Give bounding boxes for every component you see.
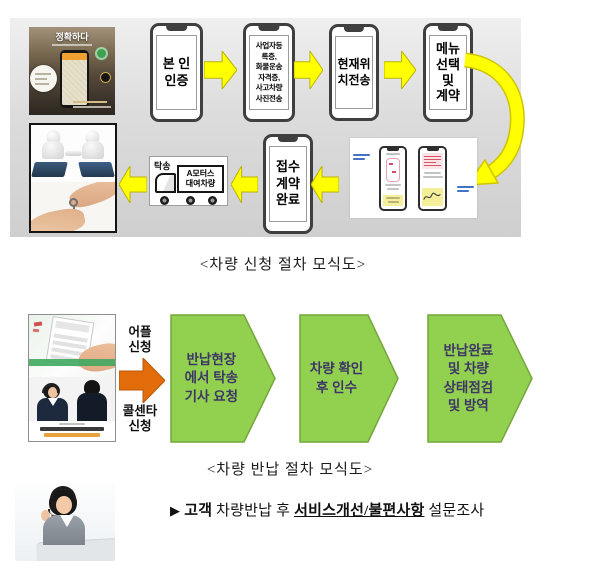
step-label-line: 계약: [436, 88, 460, 104]
survey-seg-improvements: 서비스개선/불편사항: [294, 503, 425, 519]
phone-step-receipt-complete: 접수 계약 완료: [263, 134, 313, 234]
survey-seg-survey: 설문조사: [424, 503, 485, 519]
callcenter-apply-label: 콜센타 신청: [116, 404, 164, 434]
poster-magnifier-image: [30, 65, 57, 92]
return-step-vehicle-check: 차량 확인 후 인수: [299, 314, 399, 443]
delivery-truck-image: 탁송 A모터스 대여차량: [149, 156, 228, 206]
app-apply-label: 어플 신청: [118, 325, 162, 355]
triangle-bullet-icon: ▶: [170, 504, 181, 519]
truck-box-line: 대여차량: [185, 179, 216, 188]
truck-box-line: A모터스: [186, 169, 215, 178]
green-step-line: 기사 요청: [184, 388, 239, 404]
return-flow-caption: <차량 반납 절차 모식도>: [206, 462, 374, 478]
arrow-right-icon: [294, 51, 323, 89]
step-label-line: 접수: [276, 158, 300, 174]
step-label-line: 사업자등: [255, 41, 283, 50]
green-step-line: 반납완료: [443, 343, 494, 359]
green-step-line: 후 인수: [315, 379, 357, 395]
step-label-line: 본 인: [162, 55, 191, 71]
truck-tag-label: 탁송: [154, 161, 171, 171]
callcenter-staff-image: [29, 377, 115, 421]
green-step-line: 및 방역: [447, 397, 489, 413]
green-step-line: 차량 확인: [309, 361, 364, 377]
return-request-photo: [28, 314, 116, 442]
phone-step-identity: 본 인 인증: [150, 23, 203, 122]
handshake-and-key-photo: [29, 123, 117, 233]
survey-note: ▶고객 차량반납 후 서비스개선/불편사항 설문조사: [170, 499, 484, 520]
phone-step-menu-contract: 메뉴 선택 및 계약: [423, 23, 473, 122]
green-step-line: 상태점검: [443, 379, 494, 395]
online-handshake-image: [31, 125, 115, 182]
photo-caption-bars: [29, 423, 115, 441]
poster-title: 정확하다: [55, 32, 89, 42]
arrow-right-icon: [204, 51, 237, 89]
annotation-text-bars: [457, 184, 474, 194]
arrow-right-orange-icon: [119, 358, 165, 403]
step-label-line: 및: [442, 72, 454, 88]
poster-green-badge: [95, 47, 108, 60]
green-step-line: 에서 탁송: [184, 370, 239, 386]
app-calculator-image: [29, 315, 115, 377]
poster-text-bar: [73, 106, 111, 108]
step-label-line: 사진전송: [255, 93, 283, 103]
green-step-line: 반납현장: [186, 352, 237, 368]
green-step-line: 및 차량: [447, 361, 489, 377]
survey-seg-customer: 고객: [184, 503, 213, 519]
step-label-line: 록증,: [261, 51, 277, 61]
label-line: 신청: [128, 419, 152, 433]
contract-screens-panel: [350, 138, 477, 218]
return-step-request-driver: 반납현장 에서 탁송 기사 요청: [170, 314, 276, 443]
app-ad-poster-image: 정확하다: [29, 27, 115, 115]
step-label-line: 계약: [276, 175, 300, 191]
application-flow-caption: <차량 신청 절차 모식도>: [199, 257, 367, 273]
step-label-line: 사고차량: [255, 83, 283, 92]
phone-step-location: 현재위 치전송: [329, 24, 379, 121]
label-line: 신청: [128, 340, 152, 354]
step-label-line: 현재위: [337, 56, 371, 71]
arrow-left-icon: [119, 166, 147, 203]
arrow-right-icon: [384, 51, 416, 89]
label-line: 콜센타: [122, 404, 158, 418]
truck-wheel: [186, 196, 195, 205]
survey-seg-after-return: 차량반납 후: [212, 503, 295, 519]
phone-step-documents: 사업자등 록증, 화물운송 자격증, 사고차량 사진전송: [243, 23, 295, 122]
annotation-text-bars: [353, 152, 370, 162]
signature-screen-image: [418, 146, 447, 211]
truck-wheel: [208, 196, 217, 205]
truck-box-label: A모터스 대여차량: [177, 165, 224, 193]
return-step-complete-inspection: 반납완료 및 차량 상태점검 및 방역: [427, 314, 533, 443]
step-label-line: 자격증,: [258, 72, 280, 82]
arrow-left-icon: [311, 166, 339, 203]
signature-scribble: [423, 192, 441, 200]
truck-cab: [155, 173, 176, 193]
poster-text-bar: [73, 101, 107, 103]
poster-subtitle-bar: [52, 44, 92, 46]
poster-phone-image: [60, 50, 89, 108]
key-handover-image: [31, 182, 115, 231]
vehicle-check-screen-image: [379, 146, 407, 211]
step-label-line: 완료: [276, 192, 300, 208]
poster-black-badge: [100, 72, 111, 83]
arrow-left-icon: [231, 166, 258, 203]
truck-wheel: [160, 196, 169, 205]
callcenter-agent-photo: [15, 483, 115, 561]
step-label-line: 선택: [436, 56, 460, 72]
step-label-line: 치전송: [337, 72, 371, 87]
label-line: 어플: [128, 325, 152, 339]
step-label-line: 인증: [164, 72, 189, 88]
step-label-line: 화물운송: [255, 62, 283, 71]
step-label-line: 메뉴: [436, 41, 460, 57]
